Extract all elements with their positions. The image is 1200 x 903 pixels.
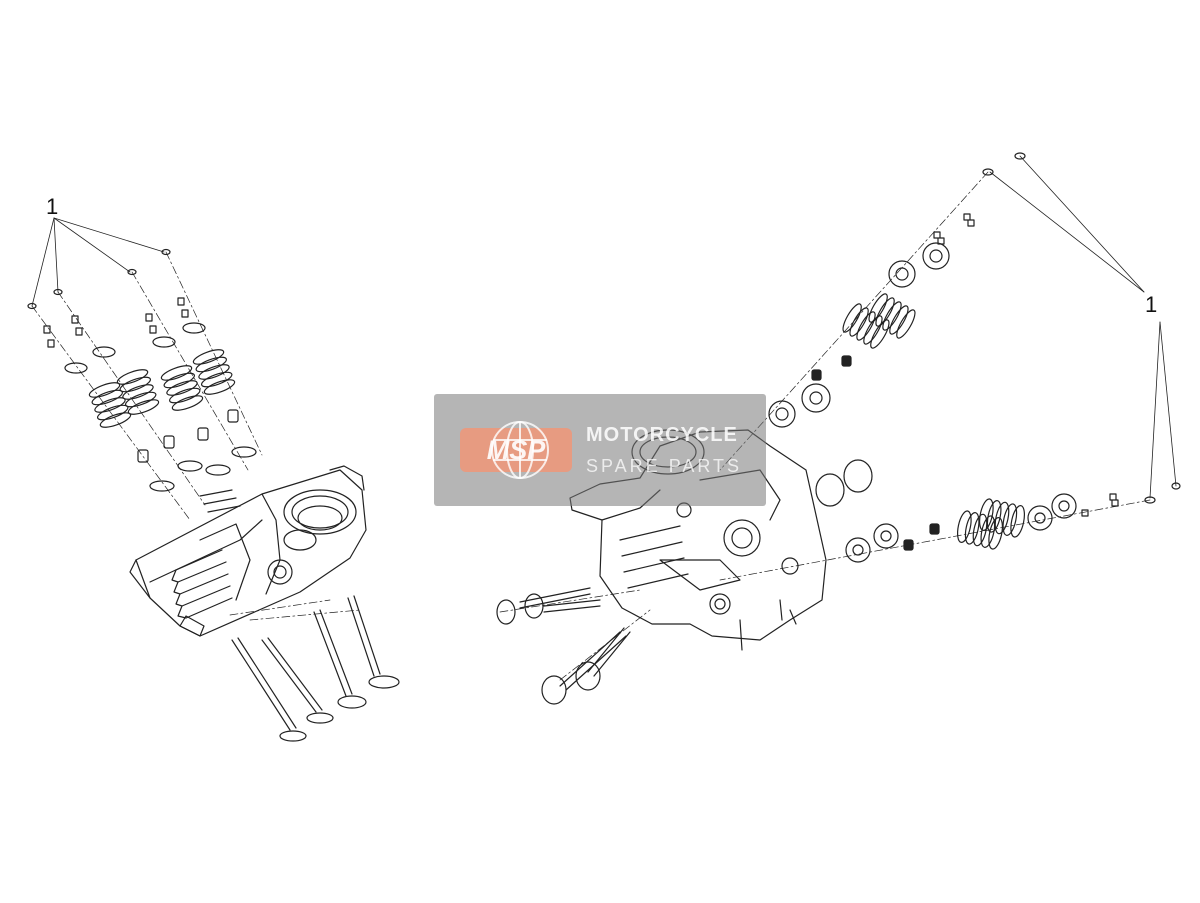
right-upper-seals bbox=[811, 355, 852, 381]
right-lower-seals bbox=[903, 523, 940, 551]
left-valves bbox=[231, 595, 400, 742]
callout-label-right: 1 bbox=[1145, 292, 1158, 317]
left-spring-retainers bbox=[64, 322, 206, 374]
right-axes bbox=[499, 171, 1151, 681]
left-callout-leaders bbox=[31, 217, 165, 307]
left-spring-seats bbox=[149, 446, 257, 492]
globe-icon bbox=[491, 421, 549, 479]
right-callout-leaders bbox=[989, 155, 1177, 499]
right-lower-retainers bbox=[845, 493, 1077, 563]
left-cylinder-head bbox=[129, 465, 367, 637]
left-axes bbox=[31, 251, 361, 621]
right-valve-keepers bbox=[933, 152, 1181, 517]
watermark-line-1: MOTORCYCLE bbox=[586, 424, 738, 446]
watermark-line-2: SPARE PARTS bbox=[586, 456, 743, 476]
right-assembly bbox=[496, 152, 1181, 705]
right-upper-springs bbox=[842, 293, 916, 349]
left-valve-springs bbox=[88, 349, 236, 428]
right-lower-springs bbox=[957, 498, 1025, 550]
right-o-rings bbox=[815, 459, 873, 507]
left-stem-seals bbox=[137, 409, 239, 463]
watermark: MSP MOTORCYCLE SPARE PARTS bbox=[434, 394, 766, 506]
left-o-rings bbox=[199, 489, 241, 513]
callout-label-left: 1 bbox=[46, 194, 59, 219]
right-upper-retainers bbox=[768, 242, 950, 428]
right-valves bbox=[496, 587, 631, 705]
left-valve-keepers bbox=[27, 248, 189, 348]
left-assembly bbox=[27, 217, 400, 742]
